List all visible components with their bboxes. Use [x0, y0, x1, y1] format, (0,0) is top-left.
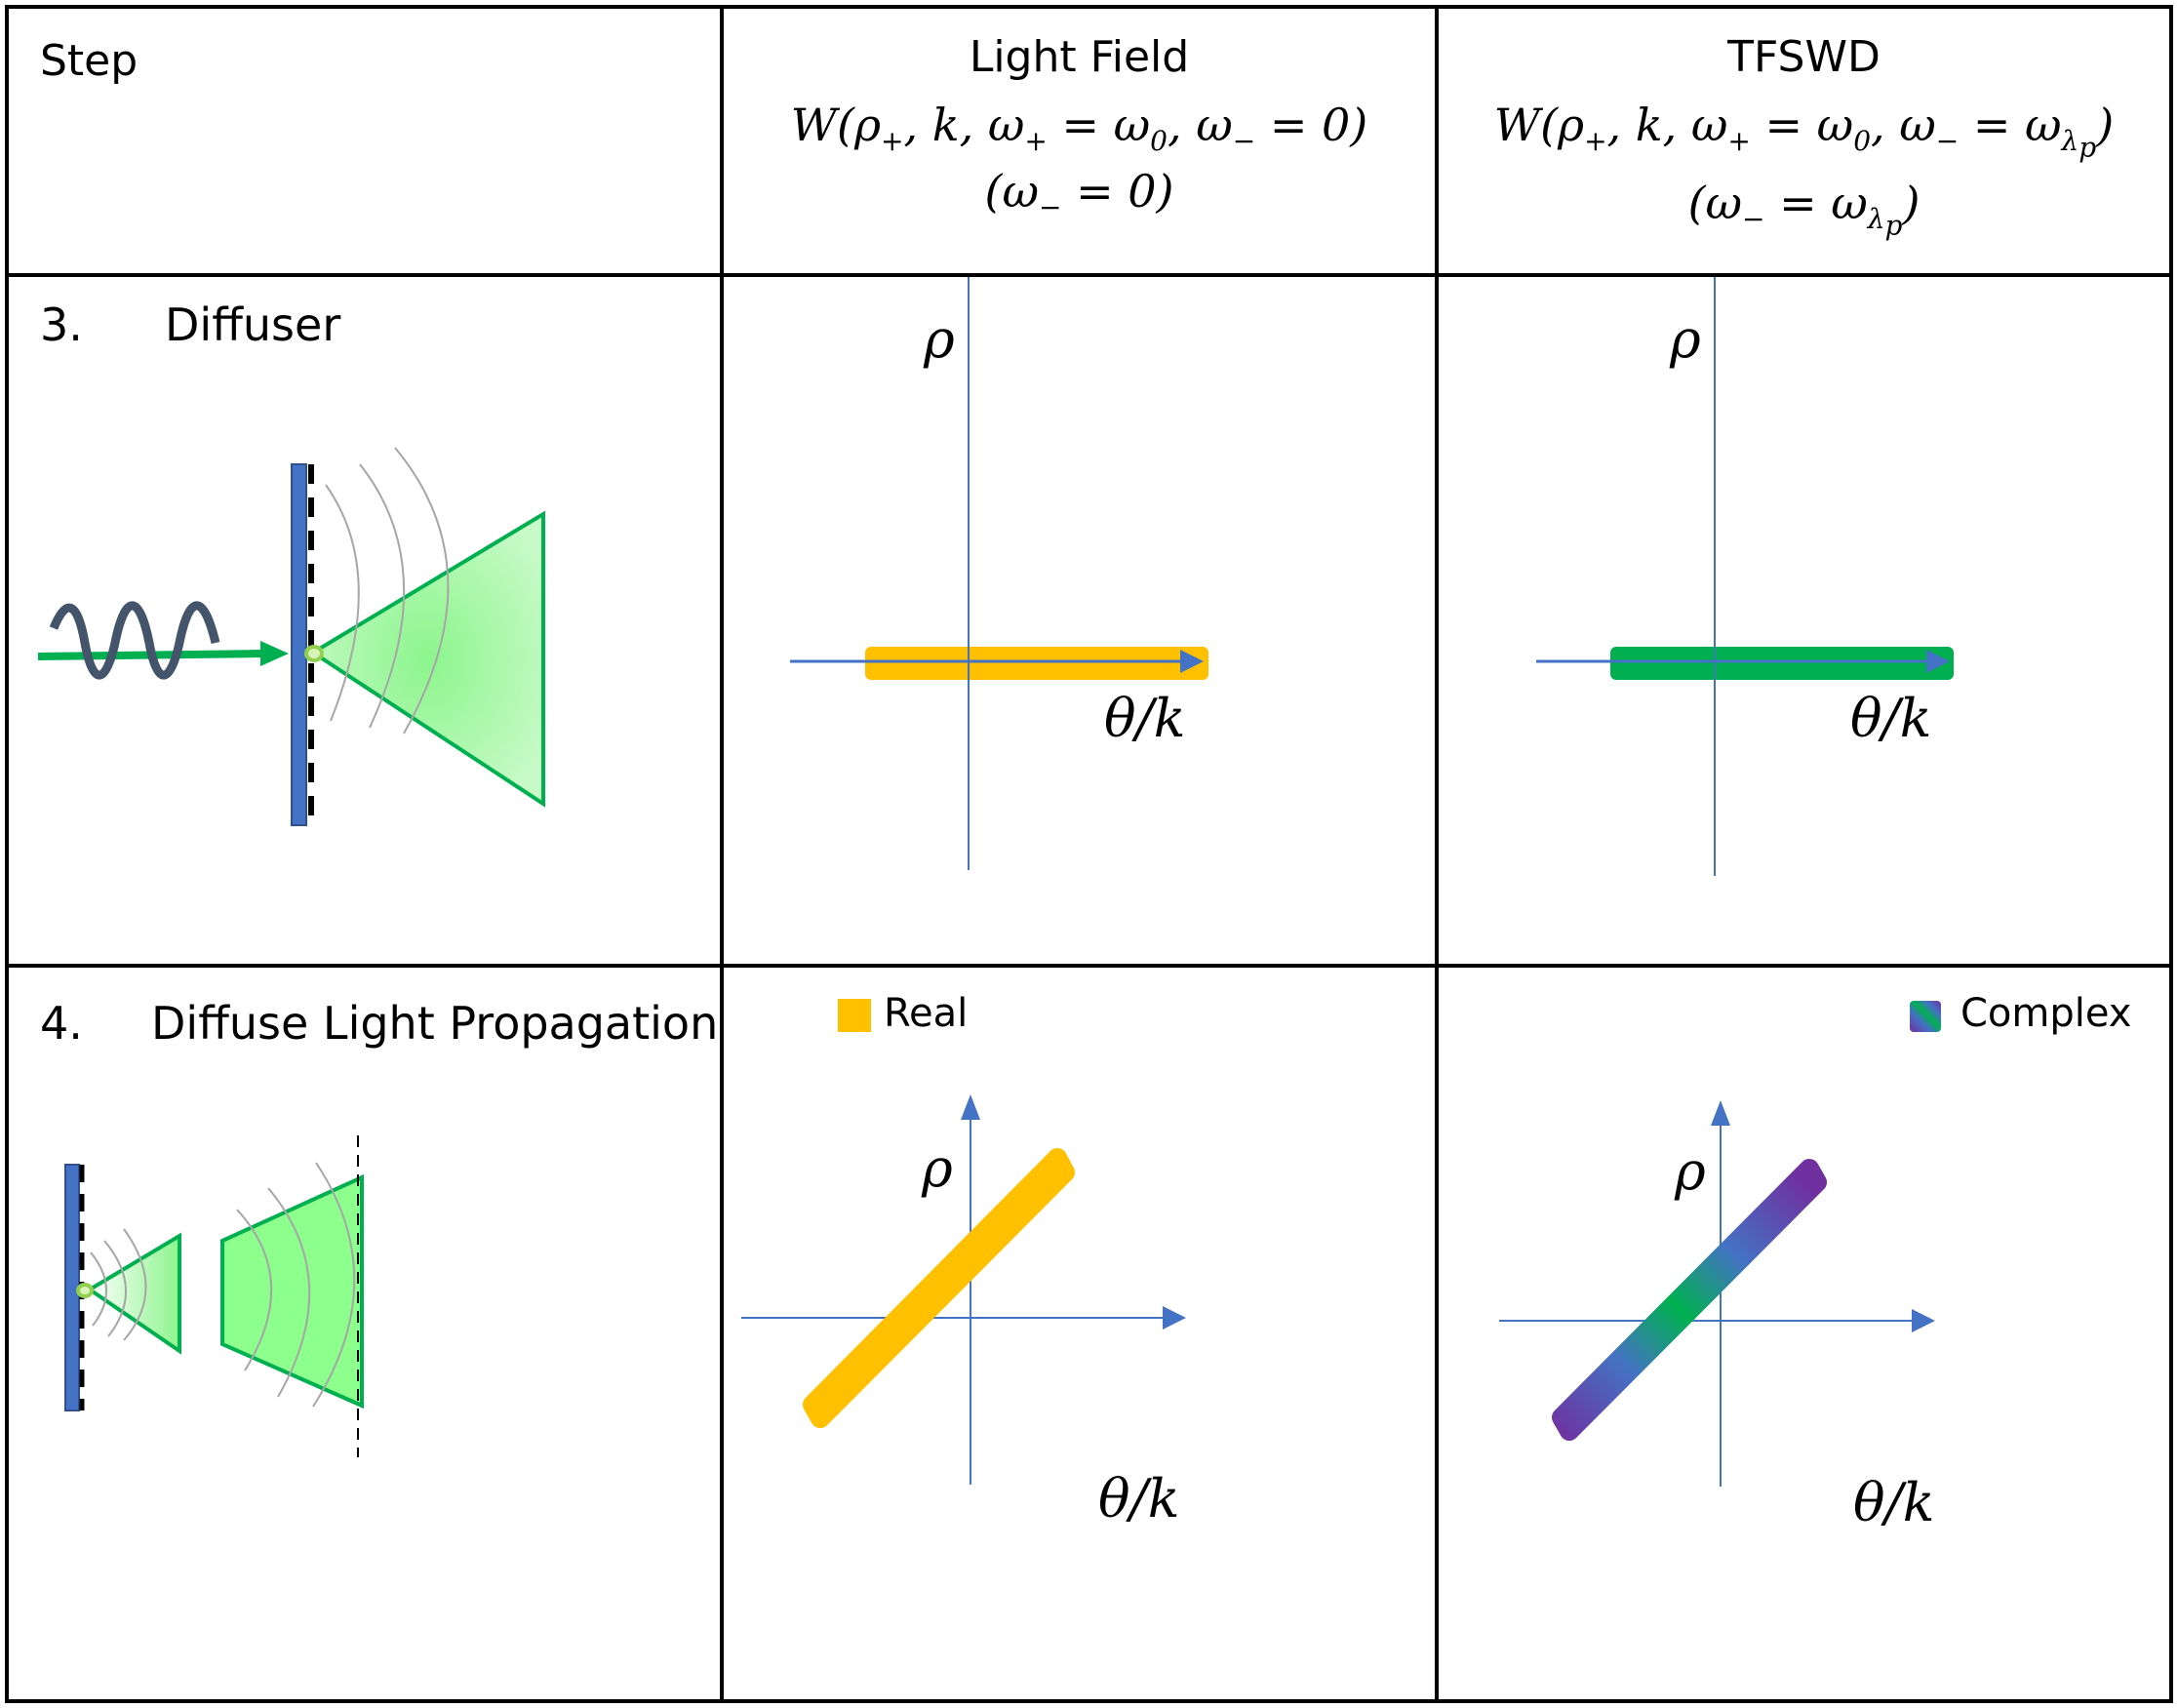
- diffuser-illustration: [37, 447, 545, 826]
- light-cone: [309, 510, 545, 808]
- header-tfswd-cell: TFSWD W(ρ+, k, ω+ = ω0, ω− = ωλp) (ω− = …: [1439, 9, 2169, 273]
- incident-wave-icon: [49, 601, 220, 680]
- incident-beam-arrow: [37, 641, 289, 666]
- x-axis-label: θ/k: [1104, 688, 1185, 749]
- real-band: [865, 647, 1208, 680]
- real-sheared-band: [803, 1148, 1075, 1428]
- header-step: Step: [40, 36, 139, 86]
- header-tfswd-condition: (ω− = ωλp): [1687, 177, 1921, 242]
- row-propagation-step-cell: 4. Diffuse Light Propagation: [9, 968, 720, 1699]
- y-axis-label: ρ: [1674, 1140, 1706, 1202]
- row-propagation-number: 4.: [40, 997, 83, 1050]
- small-light-cone: [86, 1232, 181, 1355]
- x-axis-arrowhead: [1180, 650, 1204, 673]
- row-diffuser-label: Diffuser: [165, 298, 341, 351]
- scatter-point: [76, 1283, 94, 1298]
- row-propagation-label: Diffuse Light Propagation: [151, 997, 719, 1050]
- propagation-light-field-plot: ρ θ/k: [741, 1094, 1186, 1529]
- legend-complex-swatch: [1910, 1001, 1941, 1032]
- table-border-right: [2169, 5, 2173, 1703]
- y-axis-label: ρ: [923, 308, 955, 370]
- x-axis-label: θ/k: [1098, 1468, 1179, 1529]
- diffuser-light-field-plot: ρ θ/k: [790, 277, 1208, 870]
- diffuser-plate: [291, 463, 314, 826]
- column-divider-1: [720, 5, 724, 1703]
- x-axis-arrowhead: [1912, 1309, 1935, 1332]
- comparison-table: Step Light Field W(ρ+, k, ω+ = ω0, ω− = …: [5, 5, 2173, 1703]
- tfswd-band: [1610, 647, 1954, 680]
- header-light-field-formula: W(ρ+, k, ω+ = ω0, ω− = 0): [790, 99, 1368, 158]
- row-diffuser-step-cell: 3. Diffuser: [9, 277, 720, 964]
- legend-real-swatch: [838, 999, 871, 1032]
- wavefront-arcs: [325, 447, 450, 735]
- wavefront-arcs: [90, 1162, 356, 1408]
- x-axis-arrowhead: [1163, 1306, 1186, 1330]
- header-row-divider: [5, 273, 2173, 277]
- row-propagation-light-field-cell: Real ρ θ/k: [724, 968, 1435, 1699]
- y-axis-arrowhead: [961, 1094, 980, 1120]
- column-divider-2: [1435, 5, 1439, 1703]
- table-border-bottom: [5, 1699, 2173, 1703]
- table-border-left: [5, 5, 9, 1703]
- legend-complex-label: Complex: [1960, 991, 2132, 1036]
- legend-real-label: Real: [884, 991, 969, 1036]
- propagation-illustration: [64, 1135, 364, 1457]
- table-border-top: [5, 5, 2173, 9]
- row-propagation-tfswd-cell: Complex ρ θ/k: [1439, 968, 2169, 1699]
- header-light-field-cell: Light Field W(ρ+, k, ω+ = ω0, ω− = 0) (ω…: [724, 9, 1435, 273]
- header-light-field-condition: (ω− = 0): [984, 165, 1174, 224]
- x-axis-label: θ/k: [1853, 1472, 1934, 1533]
- row-diffuser-tfswd-cell: ρ θ/k: [1439, 277, 2169, 964]
- propagation-tfswd-plot: ρ θ/k: [1499, 1100, 1935, 1533]
- scatter-point: [304, 645, 324, 662]
- row-diffuser-number: 3.: [40, 298, 83, 351]
- y-axis-label: ρ: [1669, 308, 1701, 370]
- x-axis-arrowhead: [1926, 650, 1950, 673]
- header-light-field-title: Light Field: [969, 32, 1190, 82]
- header-tfswd-title: TFSWD: [1727, 32, 1881, 82]
- complex-sheared-band: [1552, 1159, 1827, 1441]
- x-axis-label: θ/k: [1850, 688, 1931, 749]
- diffuser-tfswd-plot: ρ θ/k: [1536, 277, 1954, 876]
- row-divider: [5, 964, 2173, 968]
- y-axis-label: ρ: [921, 1137, 953, 1199]
- header-tfswd-formula: W(ρ+, k, ω+ = ω0, ω− = ωλp): [1493, 99, 2115, 164]
- row-diffuser-light-field-cell: ρ θ/k: [724, 277, 1435, 964]
- y-axis-arrowhead: [1711, 1100, 1730, 1126]
- header-step-cell: Step: [9, 9, 720, 273]
